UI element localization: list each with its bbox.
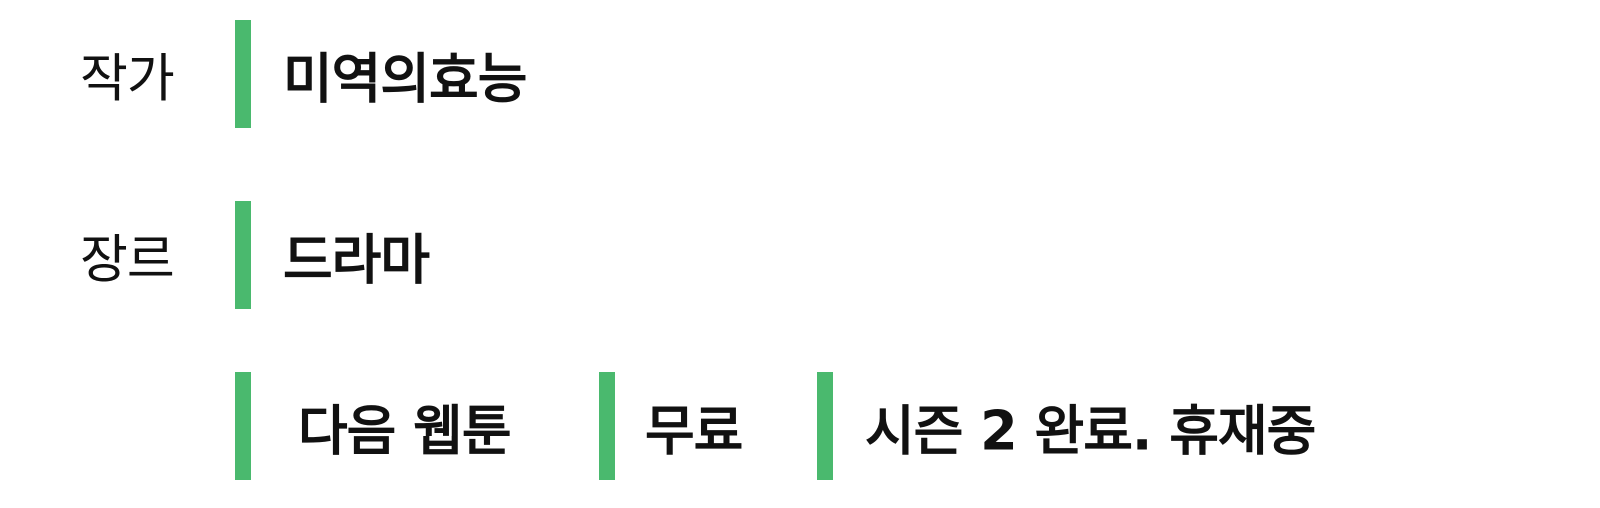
genre-value: 드라마 — [283, 228, 430, 292]
genre-divider-bar — [235, 201, 251, 309]
author-row: 작가 미역의효능 — [0, 20, 1600, 128]
status-value: 시즌 2 완료. 휴재중 — [865, 399, 1316, 463]
author-label: 작가 — [80, 49, 175, 110]
platform-divider-bar — [235, 372, 251, 480]
price-value: 무료 — [645, 399, 743, 463]
author-value: 미역의효능 — [283, 47, 527, 111]
platform-value: 다음 웹툰 — [298, 399, 512, 463]
genre-row: 장르 드라마 — [0, 201, 1600, 309]
status-divider-bar — [817, 372, 833, 480]
meta-row: 다음 웹툰 무료 시즌 2 완료. 휴재중 — [0, 372, 1600, 480]
price-divider-bar — [599, 372, 615, 480]
author-divider-bar — [235, 20, 251, 128]
genre-label: 장르 — [80, 230, 175, 291]
